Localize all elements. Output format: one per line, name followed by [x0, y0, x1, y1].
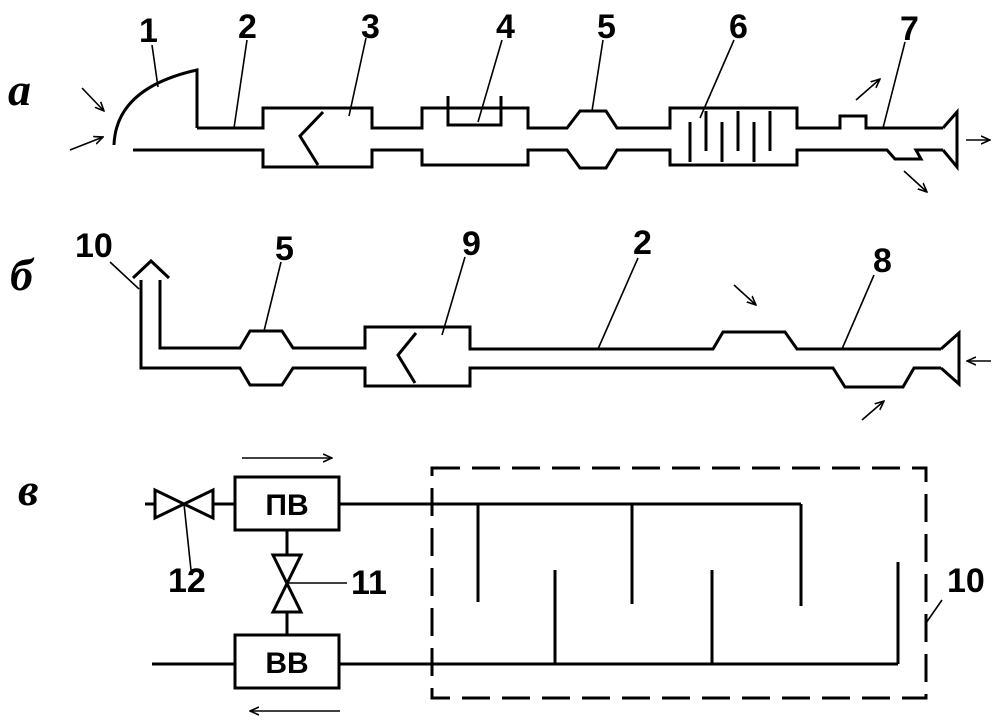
exhaust-unit-label: ВВ — [265, 647, 308, 680]
label-7: 7 — [900, 10, 919, 48]
intake-hood-1 — [112, 68, 199, 146]
row-label-a: а — [8, 64, 31, 115]
valve-11-icon — [270, 530, 347, 635]
label-3: 3 — [361, 8, 380, 46]
valve-12-icon — [145, 487, 235, 571]
room-boundary-10 — [430, 466, 928, 700]
label-4: 4 — [496, 8, 515, 46]
label-10-b: 10 — [75, 227, 113, 265]
duct-top-a — [197, 106, 943, 130]
outflow-arrow-icon — [903, 170, 927, 192]
label-8: 8 — [873, 242, 892, 280]
outlet-diffuser-a — [941, 108, 959, 172]
filter-chevron-3 — [298, 110, 325, 166]
label-6: 6 — [729, 8, 748, 46]
scheme-v: в ПВ ВВ — [18, 458, 985, 711]
fan-chevron-9 — [396, 332, 418, 384]
inflow-arrow-icon — [69, 137, 103, 151]
inflow-arrow-icon — [81, 87, 104, 111]
supply-unit-label: ПВ — [265, 489, 308, 522]
row-label-b: б — [10, 249, 35, 300]
exhaust-duct-network — [339, 562, 900, 666]
inflow-arrow-icon — [861, 401, 884, 421]
exhaust-unit-box — [233, 633, 341, 690]
label-11: 11 — [351, 564, 387, 602]
inlet-diffuser-b — [940, 329, 961, 388]
label-2-b: 2 — [633, 224, 652, 262]
label-9: 9 — [462, 225, 481, 263]
label-2: 2 — [238, 8, 257, 46]
duct-top-b — [158, 280, 941, 351]
scheme-a: а 1 — [8, 8, 990, 192]
duct-bottom-b — [139, 280, 941, 389]
label-5: 5 — [597, 8, 616, 46]
roof-cap-10 — [131, 258, 171, 280]
label-10-v: 10 — [947, 562, 985, 600]
row-label-v: в — [18, 464, 39, 515]
label-5-b: 5 — [275, 230, 294, 268]
scheme-b: б 10 5 9 2 8 — [10, 224, 991, 421]
outflow-arrow-icon — [855, 79, 880, 101]
supply-duct-network — [339, 502, 803, 606]
silencer-plates-6 — [688, 111, 772, 162]
duct-bottom-a — [133, 148, 943, 170]
label-12: 12 — [168, 562, 206, 600]
heater-element-4 — [446, 96, 503, 127]
inflow-arrow-icon — [733, 284, 756, 305]
label-1: 1 — [139, 12, 158, 50]
